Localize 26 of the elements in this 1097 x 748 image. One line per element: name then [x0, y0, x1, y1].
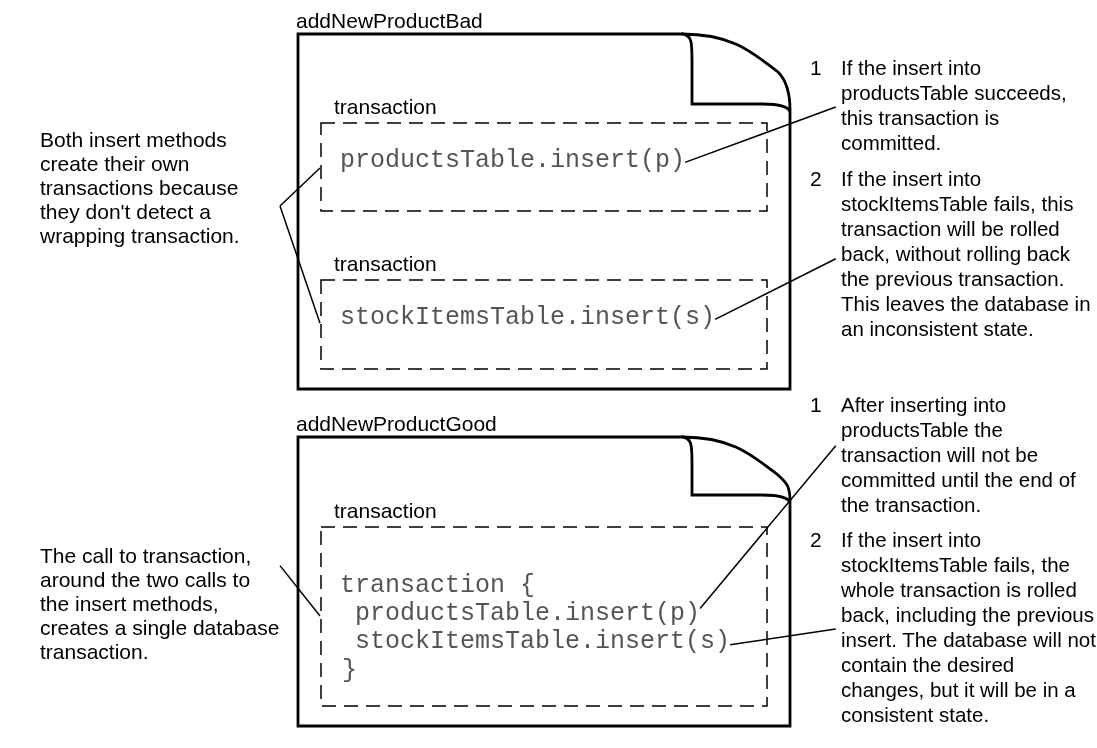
leader-line — [684, 106, 837, 164]
document-title: addNewProductBad — [296, 10, 483, 32]
box-title: transaction — [334, 253, 437, 275]
note-text: The call to transaction, around the two calls to the insert methods, creates a single database transaction. — [40, 544, 280, 664]
note-text: If the insert into productsTable succeeds, this transaction is committed. — [841, 55, 1068, 155]
code-line: transaction { — [340, 572, 536, 600]
note-number: 2 — [810, 166, 822, 191]
code-line: stockItemsTable.insert(s) — [355, 628, 731, 656]
leader-line — [279, 564, 321, 617]
note-number: 1 — [810, 55, 822, 80]
box-title: transaction — [334, 96, 437, 118]
note-text: Both insert methods create their own transactions because they don't detect a wrapping transaction. — [40, 128, 280, 248]
leader-line — [699, 445, 837, 610]
leader-line — [714, 258, 837, 321]
note-number: 1 — [810, 392, 822, 417]
note-text: If the insert into stockItemsTable fails, this transaction will be rolled back, without rolling back the previous transaction. This leaves the database in an inconsistent state. — [841, 166, 1092, 341]
leader-line — [279, 205, 321, 324]
document-title: addNewProductGood — [296, 413, 497, 435]
note-text: After inserting into productsTable the transaction will not be committed until the end of the transaction. — [841, 392, 1077, 517]
code-line: } — [342, 657, 357, 685]
box-title: transaction — [334, 500, 437, 522]
code-line: productsTable.insert(p) — [355, 600, 701, 628]
note-text: If the insert into stockItemsTable fails, the whole transaction is rolled back, including the previous insert. The database will not contain the desired changes, but it will be in a consistent state. — [841, 527, 1096, 727]
note-number: 2 — [810, 527, 822, 552]
leader-line — [279, 167, 321, 207]
leader-line — [729, 628, 837, 646]
